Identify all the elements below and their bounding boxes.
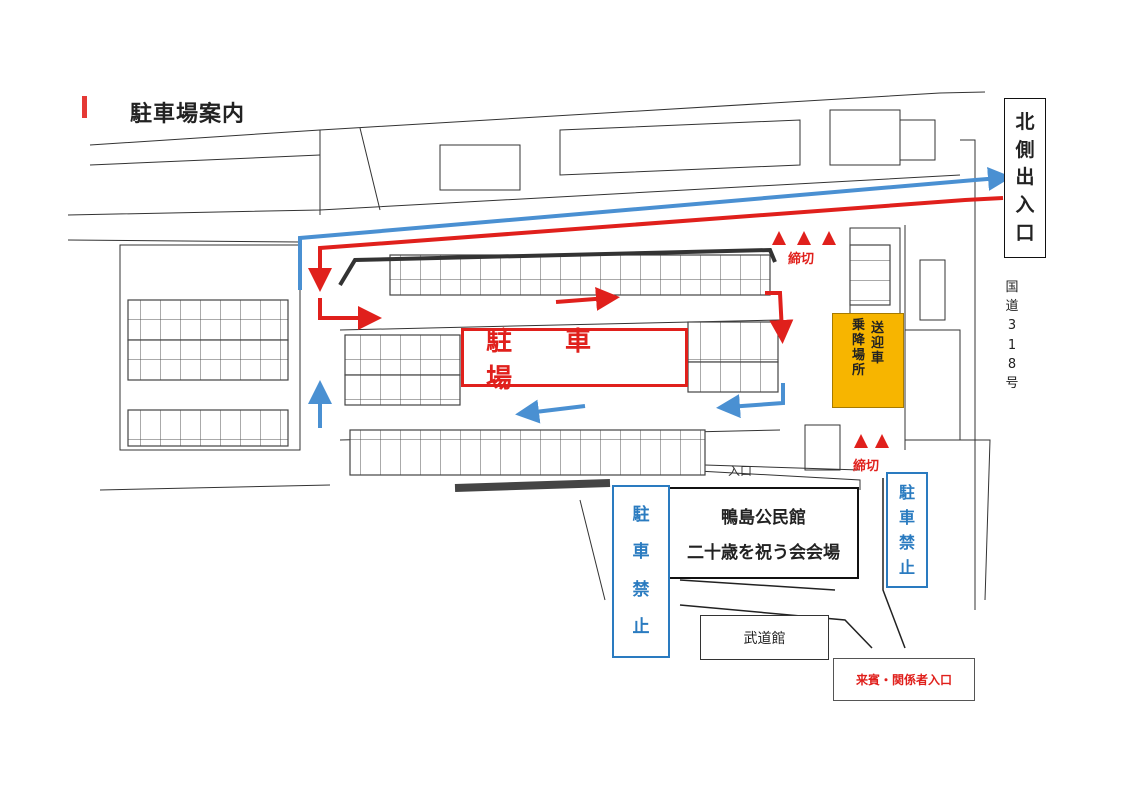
cutoff-markers [772,231,889,448]
parking-lot-label: 駐 車 場 [461,327,688,394]
blue-route [298,166,1012,428]
pickup-char: 送 [871,321,885,336]
pickup-char: 場 [851,347,865,363]
route-char: 3 [1007,318,1017,334]
route-char: 国 [1005,280,1019,296]
cutoff-label: 締切 [853,459,880,474]
blue-route-turn [716,383,785,419]
hall-venue: 鴨島公民館 二十歳を祝う会会場 [668,487,859,579]
pickup-col-vehicle: 送 迎 車 [871,321,885,407]
no-parking-char: 車 [898,507,915,527]
no-parking-char: 止 [898,557,915,577]
pickup-char: 車 [871,350,885,366]
pickup-char: 降 [851,332,865,348]
north-exit-char: 北 [1015,111,1035,134]
red-route [308,196,1004,344]
pickup-col-place: 乗 降 場 所 [851,318,865,407]
route-char: 1 [1007,337,1017,353]
north-exit-char: 側 [1015,138,1035,161]
no-parking-char: 車 [632,542,650,563]
red-route-down [765,291,794,344]
route-char: 道 [1005,299,1019,315]
budokan-building: 武道館 [700,615,829,660]
pickup-char: 所 [851,362,865,378]
no-parking-sign-left: 駐 車 禁 止 [612,485,670,658]
no-parking-sign-right: 駐 車 禁 止 [886,472,928,588]
page-title: 駐車場案内 [130,102,246,127]
red-route-right-1 [318,298,382,330]
pickup-char: 迎 [871,335,885,351]
cutoff-triangle [854,434,868,448]
parking-stalls [127,244,891,476]
parking-curb-bottom [454,479,611,492]
north-exit-char: 入 [1015,194,1035,217]
hall-event: 二十歳を祝う会会場 [687,543,840,563]
cutoff-triangle [822,231,836,245]
blue-route-main [298,166,1012,290]
no-parking-char: 駐 [632,505,650,526]
north-exit-char: 口 [1015,221,1035,244]
cutoff-label: 締切 [788,252,815,267]
north-exit-sign: 北 側 出 入 口 [1004,98,1046,258]
pickup-dropoff-area: 送 迎 車 乗 降 場 所 [832,313,904,408]
no-parking-char: 禁 [898,532,915,552]
cutoff-triangle [875,434,889,448]
entrance-label: 入口 [728,464,753,478]
no-parking-char: 駐 [898,482,915,502]
route-char: 8 [1007,356,1017,372]
route-char: 号 [1005,375,1019,391]
pickup-char: 乗 [851,318,865,333]
walkway-lines [679,478,906,649]
red-route-right-2 [555,286,620,311]
red-route-main [308,196,1004,292]
north-exit-char: 出 [1015,166,1035,189]
cutoff-triangle [797,231,811,245]
title-accent-mark [82,96,87,118]
no-parking-char: 止 [632,616,650,637]
cutoff-triangle [772,231,786,245]
vip-entrance-label: 来賓・関係者入口 [833,658,975,701]
no-parking-char: 禁 [632,579,650,600]
parking-curb [338,247,777,287]
blue-route-left-mid [515,399,586,424]
hall-name: 鴨島公民館 [721,508,806,528]
route-318-label: 国 道 3 1 8 号 [1002,278,1022,393]
